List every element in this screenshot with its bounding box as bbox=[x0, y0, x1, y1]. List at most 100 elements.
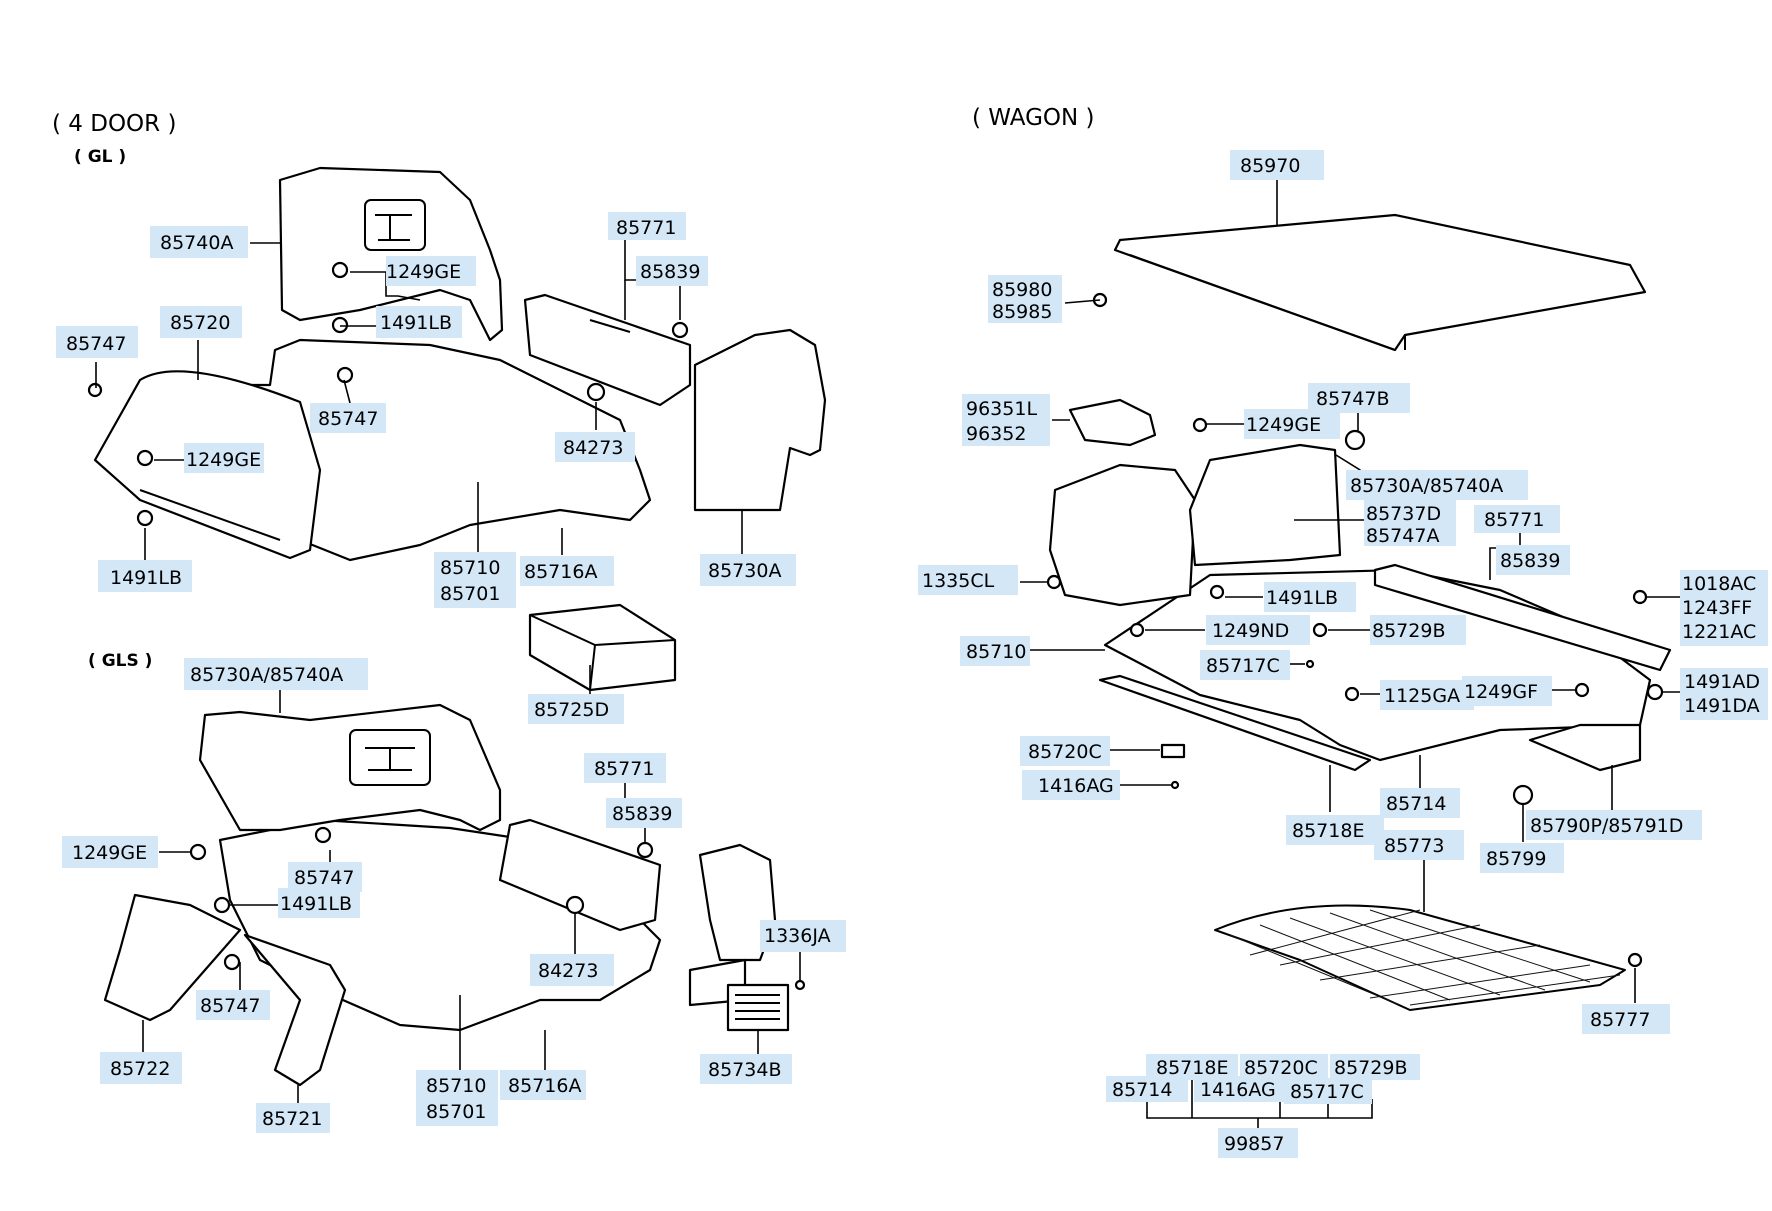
label-85716A: 85716A bbox=[524, 561, 597, 583]
subsection-title-gls: ( GLS ) bbox=[88, 651, 152, 671]
wagon-clip-1416AG bbox=[1170, 780, 1180, 790]
label-85717C: 85717C bbox=[1206, 655, 1280, 677]
label-1491LB: 1491LB bbox=[280, 893, 352, 915]
label-kit-85714: 85714 bbox=[1112, 1079, 1172, 1101]
label-85747: 85747 bbox=[294, 867, 354, 889]
label-84273: 84273 bbox=[563, 437, 623, 459]
gl-grommet-84273 bbox=[586, 382, 606, 402]
label-1491DA: 1491DA bbox=[1684, 695, 1760, 717]
wagon-clip-85777 bbox=[1627, 952, 1643, 968]
label-85730A-85740A: 85730A/85740A bbox=[190, 664, 343, 686]
wagon-cargo-cover bbox=[1113, 213, 1647, 352]
label-1125GA: 1125GA bbox=[1384, 685, 1460, 707]
label-85771: 85771 bbox=[616, 217, 676, 239]
label-1221AC: 1221AC bbox=[1682, 621, 1756, 643]
label-1491LB: 1491LB bbox=[1266, 587, 1338, 609]
label-84273: 84273 bbox=[538, 960, 598, 982]
label-85701: 85701 bbox=[440, 583, 500, 605]
label-85771: 85771 bbox=[594, 758, 654, 780]
gl-clip-1249GE bbox=[331, 261, 349, 279]
label-85730A: 85730A bbox=[708, 560, 781, 582]
label-85799: 85799 bbox=[1486, 848, 1546, 870]
wagon-clip-1018AC bbox=[1632, 589, 1648, 605]
gls-rear-trim bbox=[498, 818, 662, 932]
label-kit-85717C: 85717C bbox=[1290, 1081, 1364, 1103]
label-85722: 85722 bbox=[110, 1058, 170, 1080]
label-85747A: 85747A bbox=[1366, 525, 1439, 547]
gl-side-trim bbox=[278, 166, 504, 342]
gls-vent-85734B bbox=[726, 983, 790, 1032]
gls-screw-85747-a bbox=[314, 826, 332, 844]
section-title-4-door: ( 4 DOOR ) bbox=[52, 111, 176, 137]
label-85985: 85985 bbox=[992, 301, 1052, 323]
gl-clip-1249GE-b bbox=[136, 449, 154, 467]
label-85747: 85747 bbox=[66, 333, 126, 355]
section-title-wagon: ( WAGON ) bbox=[972, 105, 1095, 131]
wagon-clip-85729B bbox=[1312, 622, 1328, 638]
gls-clip-1336JA bbox=[794, 979, 806, 991]
label-85747: 85747 bbox=[200, 995, 260, 1017]
label-85747: 85747 bbox=[318, 408, 378, 430]
wagon-speaker-cover bbox=[1068, 398, 1157, 447]
wagon-clip-85747B bbox=[1344, 429, 1366, 451]
wagon-rear-sill bbox=[1373, 563, 1672, 672]
gl-clip-1491LB-b bbox=[136, 509, 154, 527]
wagon-drawing bbox=[1046, 213, 1672, 1011]
label-1249GF: 1249GF bbox=[1464, 681, 1538, 703]
wagon-clip-1249GF bbox=[1574, 682, 1590, 698]
gl-clip-85839 bbox=[671, 321, 689, 339]
gl-storage-box bbox=[528, 603, 677, 692]
label-85710: 85710 bbox=[966, 641, 1026, 663]
label-85729B: 85729B bbox=[1372, 620, 1445, 642]
label-1249ND: 1249ND bbox=[1212, 620, 1289, 642]
wagon-clip-1491AD bbox=[1646, 683, 1664, 701]
label-kit-85729B: 85729B bbox=[1334, 1057, 1407, 1079]
gls-clip-1249GE bbox=[189, 843, 207, 861]
label-96351L: 96351L bbox=[966, 398, 1037, 420]
gls-side-trim-handle-recess bbox=[349, 729, 431, 786]
label-1491AD: 1491AD bbox=[1684, 671, 1760, 693]
label-1018AC: 1018AC bbox=[1682, 573, 1756, 595]
label-85747B: 85747B bbox=[1316, 388, 1389, 410]
label-85718E: 85718E bbox=[1292, 820, 1364, 842]
wagon-bracket bbox=[1528, 723, 1642, 772]
label-kit-85718E: 85718E bbox=[1156, 1057, 1228, 1079]
gls-bracket-85721 bbox=[243, 933, 347, 1087]
label-85777: 85777 bbox=[1590, 1009, 1650, 1031]
wagon-clip-85799 bbox=[1512, 784, 1534, 806]
wagon-sill-strip bbox=[1098, 674, 1372, 772]
label-85737D: 85737D bbox=[1366, 503, 1441, 525]
wagon-cargo-net-mesh bbox=[1229, 909, 1621, 1006]
wagon-clip-85717C bbox=[1305, 659, 1315, 669]
gl-side-trim-handle-recess bbox=[364, 199, 426, 251]
wagon-side-trim bbox=[1048, 463, 1197, 607]
label-85710: 85710 bbox=[426, 1075, 486, 1097]
wagon-clip-85720C bbox=[1160, 743, 1186, 759]
label-kit-99857: 99857 bbox=[1224, 1133, 1284, 1155]
label-85839: 85839 bbox=[1500, 550, 1560, 572]
gls-drawing bbox=[103, 703, 806, 1087]
wagon-clip-1249GE bbox=[1192, 417, 1208, 433]
wagon-clip-1491LB bbox=[1209, 584, 1225, 600]
gl-side-panel bbox=[693, 328, 827, 512]
label-kit-85720C: 85720C bbox=[1244, 1057, 1318, 1079]
gl-clip-1491LB bbox=[331, 316, 349, 334]
label-1336JA: 1336JA bbox=[764, 925, 831, 947]
label-85730A-85740A: 85730A/85740A bbox=[1350, 475, 1503, 497]
label-1243FF: 1243FF bbox=[1682, 597, 1752, 619]
label-1491LB: 1491LB bbox=[110, 567, 182, 589]
wagon-labels: 85970 85980 85985 96351L 96352 85747B 12… bbox=[918, 150, 1768, 1034]
label-1249GE: 1249GE bbox=[386, 261, 461, 283]
label-1335CL: 1335CL bbox=[922, 570, 995, 592]
wagon-side-panel bbox=[1188, 443, 1342, 567]
label-kit-1416AG: 1416AG bbox=[1200, 1079, 1276, 1101]
label-85701: 85701 bbox=[426, 1101, 486, 1123]
gl-screw-85747-a bbox=[87, 382, 103, 398]
label-1249GE: 1249GE bbox=[72, 842, 147, 864]
label-85725D: 85725D bbox=[534, 699, 609, 721]
label-1249GE: 1249GE bbox=[1246, 414, 1321, 436]
kit-labels: 85718E 85720C 85729B 85714 1416AG 85717C… bbox=[1106, 1054, 1420, 1158]
gl-rear-trim bbox=[523, 293, 692, 407]
label-85716A: 85716A bbox=[508, 1075, 581, 1097]
label-85720C: 85720C bbox=[1028, 741, 1102, 763]
